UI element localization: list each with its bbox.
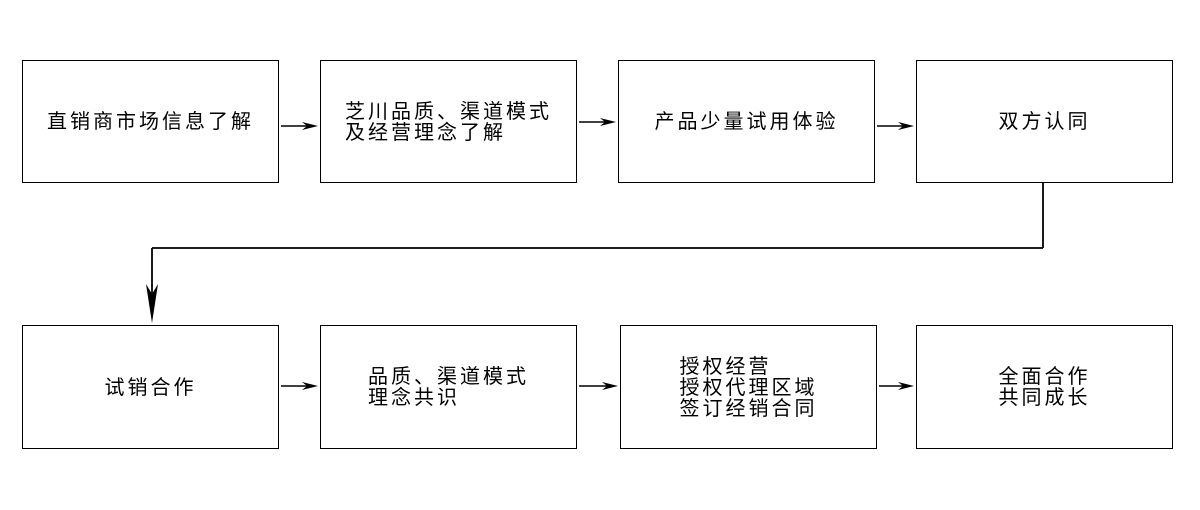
step-label: 芝川品质、渠道模式 及经营理念了解 [345, 98, 552, 144]
arrowhead-icon [600, 118, 616, 126]
step-label-line: 芝川品质、渠道模式 [345, 98, 552, 123]
step-label: 授权经营 授权代理区域 签订经销合同 [679, 353, 818, 420]
step-label-line: 双方认同 [998, 109, 1091, 133]
step-label-line: 理念共识 [368, 385, 460, 409]
step-label-line: 共同成长 [998, 385, 1091, 409]
step-label: 直销商市场信息了解 [47, 111, 254, 132]
arrowhead-icon [302, 382, 318, 390]
step-label: 试销合作 [104, 374, 197, 399]
step-consensus: 品质、渠道模式 理念共识 [320, 325, 577, 449]
arrowhead-icon [898, 122, 914, 130]
step-label: 产品少量试用体验 [655, 111, 839, 132]
step-label: 双方认同 [999, 111, 1091, 132]
arrowhead-icon [302, 122, 318, 130]
step-label-line: 授权经营 [679, 353, 772, 378]
step-trial-sale: 试销合作 [22, 325, 279, 449]
step-label-line: 直销商市场信息了解 [47, 109, 254, 133]
step-label-line: 授权代理区域 [679, 374, 818, 399]
step-label: 全面合作 共同成长 [999, 366, 1091, 408]
step-label-line: 签订经销合同 [679, 395, 818, 420]
step-market-info: 直销商市场信息了解 [22, 60, 279, 183]
step-quality-model: 芝川品质、渠道模式 及经营理念了解 [320, 60, 577, 183]
arrowhead-icon [602, 382, 618, 390]
step-label-line: 全面合作 [998, 364, 1091, 388]
arrowhead-icon [898, 382, 914, 390]
step-label-line: 产品少量试用体验 [654, 109, 839, 133]
step-full-coop: 全面合作 共同成长 [916, 325, 1173, 449]
step-mutual-agree: 双方认同 [916, 60, 1173, 183]
step-label-line: 试销合作 [104, 374, 197, 399]
step-label-line: 品质、渠道模式 [368, 364, 529, 388]
step-authorize: 授权经营 授权代理区域 签订经销合同 [620, 325, 877, 449]
arrowhead-icon [146, 284, 158, 323]
step-label-line: 及经营理念了解 [345, 119, 506, 144]
step-trial-use: 产品少量试用体验 [618, 60, 875, 183]
step-label: 品质、渠道模式 理念共识 [368, 366, 529, 408]
